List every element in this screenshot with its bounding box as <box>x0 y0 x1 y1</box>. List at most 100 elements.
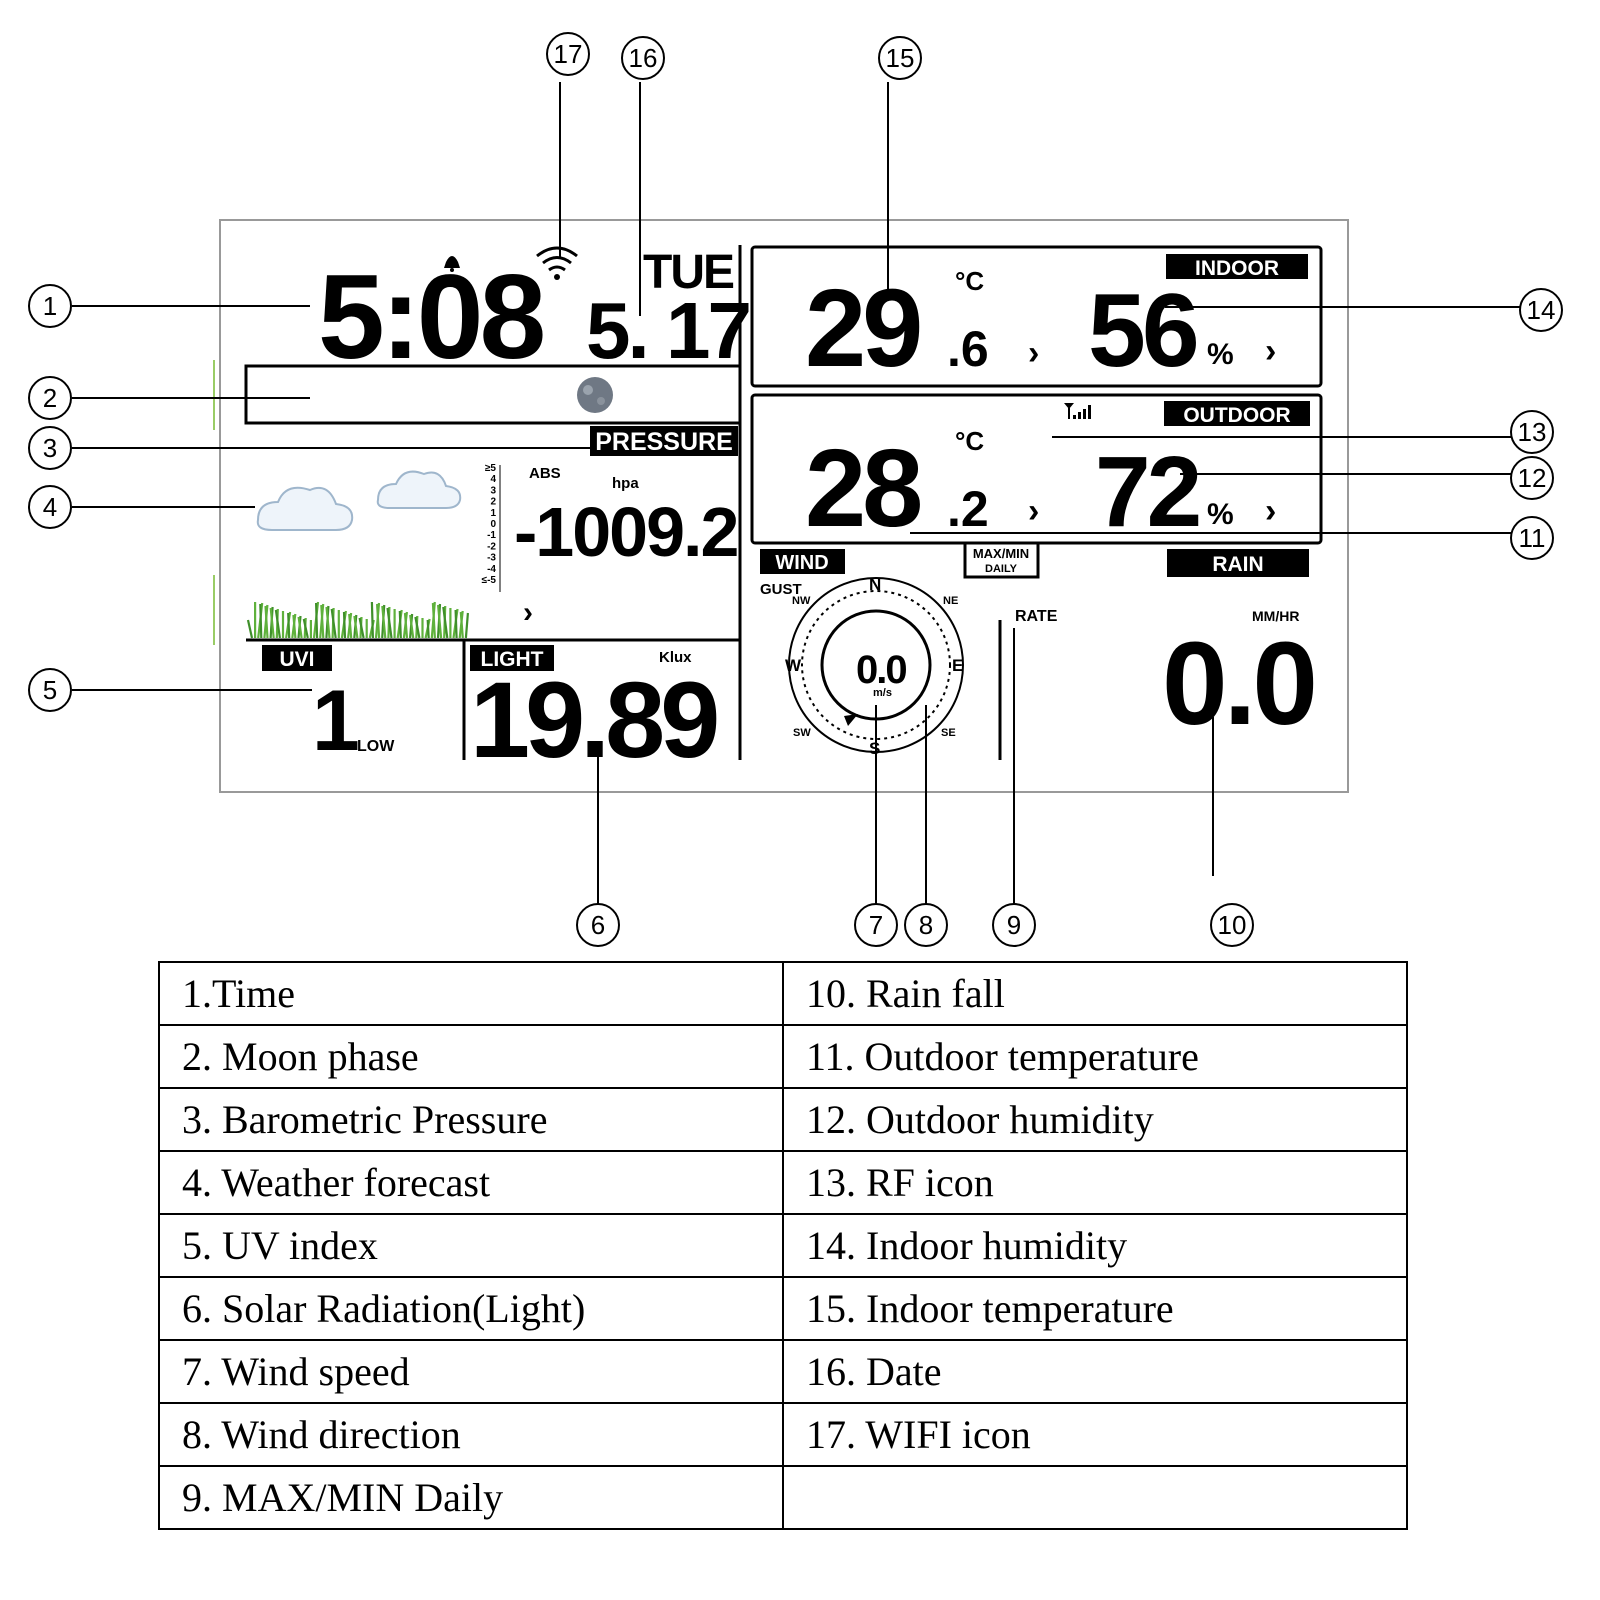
legend-cell-right <box>782 1465 1408 1530</box>
grass-blade <box>409 614 415 639</box>
legend-cell-left: 4. Weather forecast <box>158 1150 784 1215</box>
legend-cell-left: 2. Moon phase <box>158 1024 784 1089</box>
trend-scale-label: -1 <box>487 530 496 541</box>
callout-8: 8 <box>904 903 948 947</box>
date-display: 5. 17 <box>586 286 749 375</box>
callout-17: 17 <box>546 32 590 76</box>
grass-blade <box>437 604 443 639</box>
callout-number: 13 <box>1518 417 1547 447</box>
cloud-icon-right <box>376 470 462 509</box>
legend-cell-right: 15. Indoor temperature <box>782 1276 1408 1341</box>
light-unit: Klux <box>659 649 692 666</box>
grass-blade <box>358 617 365 639</box>
outdoor-humidity: 72 <box>1095 436 1199 548</box>
grass-blade <box>320 604 325 639</box>
compass-southwest: SW <box>793 727 811 739</box>
pressure-value: -1009.2 <box>514 493 737 571</box>
alarm-bell-icon <box>444 256 460 272</box>
legend-cell-left: 1.Time <box>158 961 784 1026</box>
grass-blade <box>464 612 469 639</box>
grass-blade <box>315 602 319 639</box>
grass-blade <box>386 607 393 639</box>
trend-scale-label: -2 <box>487 541 496 552</box>
wind-label: WIND <box>775 552 828 574</box>
leader-lines <box>72 82 1520 905</box>
trend-scale-label: -3 <box>487 553 496 564</box>
indoor-humidity: 56 <box>1088 273 1197 389</box>
wind-tag <box>760 549 845 574</box>
legend-cell-left: 8. Wind direction <box>158 1402 784 1467</box>
compass-northeast: NE <box>943 595 958 607</box>
grass-blade <box>381 605 387 639</box>
rf-signal-icon <box>1064 403 1091 419</box>
trend-scale-label: 1 <box>490 508 496 519</box>
compass-east: E <box>952 656 963 675</box>
hpa-label: hpa <box>612 475 639 492</box>
compass-south: S <box>869 739 880 758</box>
trend-scale-label: 4 <box>490 474 496 485</box>
callout-number: 10 <box>1218 910 1247 940</box>
rain-label: RAIN <box>1212 553 1263 576</box>
grass-blade <box>342 611 347 639</box>
callout-5: 5 <box>28 668 72 712</box>
legend-cell-left: 9. MAX/MIN Daily <box>158 1465 784 1530</box>
outdoor-temp-chevron: › <box>1028 492 1039 530</box>
indoor-temp-decimal: .6 <box>947 321 989 377</box>
cloud-icon-left <box>256 486 354 531</box>
callout-7: 7 <box>854 903 898 947</box>
indoor-percent: % <box>1207 338 1234 371</box>
compass-west: W <box>785 656 802 675</box>
compass-northwest: NW <box>792 595 811 607</box>
callout-10: 10 <box>1210 903 1254 947</box>
grass-blade <box>287 612 291 639</box>
moon-phase-box <box>244 364 742 425</box>
grass-blade <box>348 613 353 639</box>
legend-row: 9. MAX/MIN Daily <box>158 1465 1408 1530</box>
time-display: 5:08 <box>318 250 543 384</box>
legend-cell-left: 6. Solar Radiation(Light) <box>158 1276 784 1341</box>
legend-cell-left: 5. UV index <box>158 1213 784 1278</box>
grass-blade <box>426 619 430 639</box>
legend-cell-right: 16. Date <box>782 1339 1408 1404</box>
legend-cell-left: 3. Barometric Pressure <box>158 1087 784 1152</box>
wind-direction-pointer-icon <box>844 714 858 726</box>
grass-blade <box>398 610 402 639</box>
callout-number: 2 <box>43 383 57 413</box>
callout-9: 9 <box>992 903 1036 947</box>
callout-number: 17 <box>554 39 583 69</box>
grass-icon <box>246 601 469 639</box>
callout-number: 4 <box>43 492 57 522</box>
callout-6: 6 <box>576 903 620 947</box>
rate-label: RATE <box>1015 608 1058 625</box>
callout-number: 5 <box>43 675 57 705</box>
weekday-display: TUE <box>643 246 734 299</box>
callout-12: 12 <box>1510 456 1554 500</box>
callout-number: 9 <box>1007 910 1021 940</box>
grass-blade <box>292 614 297 639</box>
legend-cell-right: 17. WIFI icon <box>782 1402 1408 1467</box>
trend-scale-label: ≤-5 <box>482 575 497 586</box>
legend-cell-right: 13. RF icon <box>782 1150 1408 1215</box>
callout-16: 16 <box>621 36 665 80</box>
callout-number: 3 <box>43 433 57 463</box>
callout-number: 15 <box>886 43 915 73</box>
callout-number: 6 <box>591 910 605 940</box>
outdoor-percent: % <box>1207 498 1234 531</box>
callout-13: 13 <box>1510 410 1554 454</box>
callout-number: 8 <box>919 910 933 940</box>
uvi-level: LOW <box>357 738 395 755</box>
callout-14: 14 <box>1519 288 1563 332</box>
outdoor-celsius: °C <box>955 426 984 456</box>
grass-blade <box>442 606 449 639</box>
uvi-value: 1 <box>312 673 360 769</box>
indoor-temp-chevron: › <box>1028 334 1039 372</box>
